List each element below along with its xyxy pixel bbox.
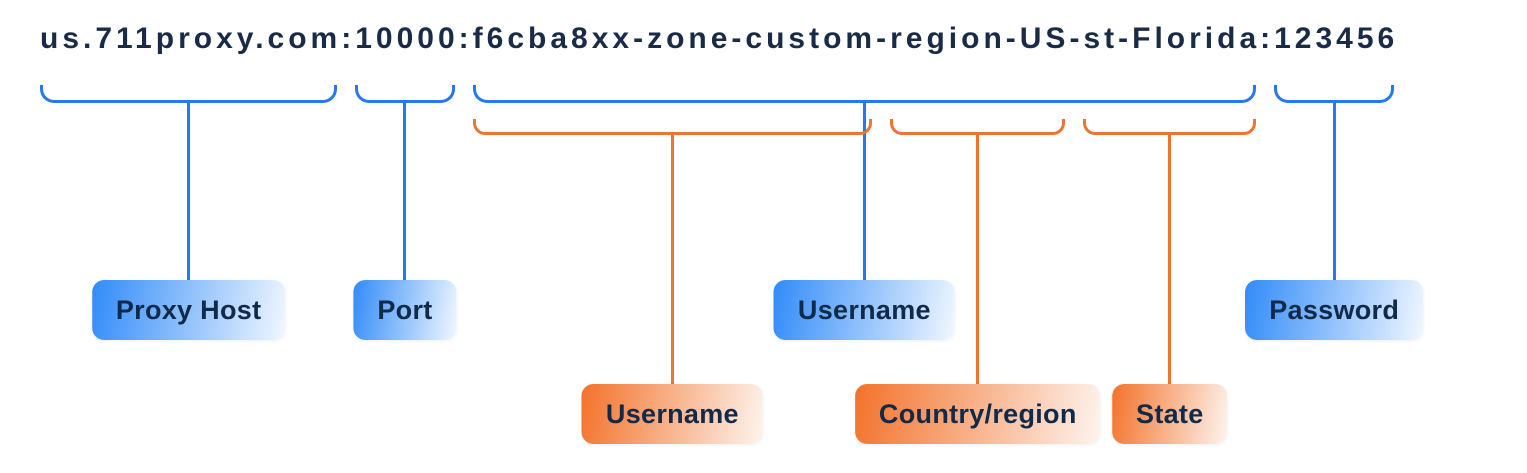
- connection-string: us.711proxy.com:10000:f6cba8xx-zone-cust…: [40, 22, 1398, 56]
- bracket-orange-country-region: [890, 119, 1066, 135]
- label-orange-state: State: [1112, 384, 1228, 444]
- segment-port: 10000: [355, 22, 459, 55]
- label-orange-country-region: Country/region: [854, 384, 1101, 444]
- bracket-blue-username: [472, 85, 1257, 103]
- segment-colon3: :: [1260, 22, 1275, 55]
- segment-password: 123456: [1274, 22, 1399, 55]
- connector-blue-password: [1332, 103, 1336, 280]
- segment-dash2: -: [1069, 22, 1084, 55]
- segment-state: st-Florida: [1083, 22, 1261, 55]
- label-blue-password: Password: [1245, 280, 1424, 340]
- connector-blue-proxy-host: [187, 103, 191, 280]
- connector-blue-port: [403, 103, 407, 280]
- bracket-orange-username: [472, 119, 873, 135]
- label-blue-username: Username: [773, 280, 955, 340]
- connector-orange-country-region: [976, 135, 980, 384]
- label-blue-proxy-host: Proxy Host: [91, 280, 286, 340]
- connector-blue-username: [862, 103, 866, 280]
- segment-dash1: -: [876, 22, 891, 55]
- segment-colon1: :: [341, 22, 356, 55]
- bracket-blue-password: [1274, 85, 1395, 103]
- segment-host: us.711proxy.com: [40, 22, 342, 55]
- bracket-orange-state: [1083, 119, 1257, 135]
- connector-orange-username: [670, 135, 674, 384]
- label-orange-username: Username: [581, 384, 763, 444]
- label-blue-port: Port: [353, 280, 457, 340]
- segment-zone: f6cba8xx-zone-custom: [472, 22, 877, 55]
- segment-region: region-US: [890, 22, 1070, 55]
- segment-colon2: :: [458, 22, 473, 55]
- bracket-blue-port: [355, 85, 455, 103]
- connector-orange-state: [1168, 135, 1172, 384]
- bracket-blue-proxy-host: [40, 85, 338, 103]
